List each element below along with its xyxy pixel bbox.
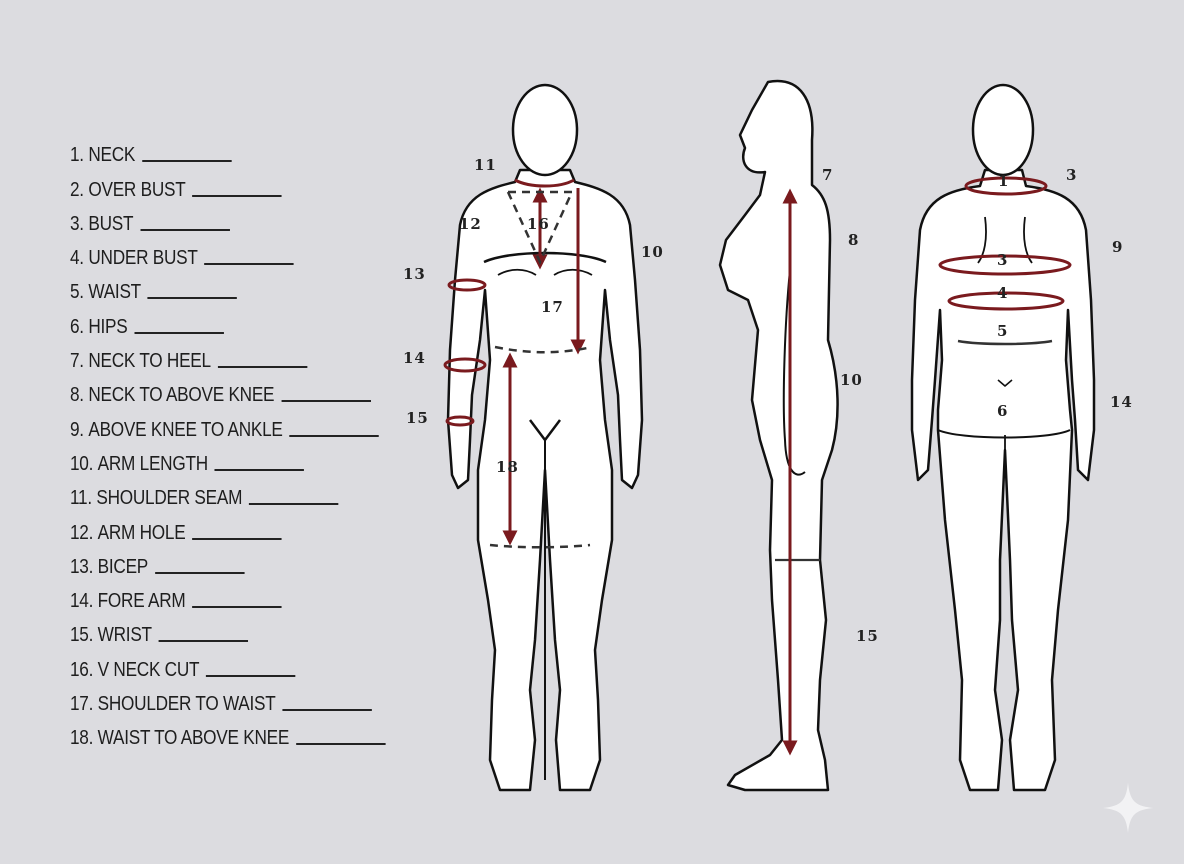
measurement-item-shoulder-to-waist: 17. SHOULDER TO WAIST [70,682,385,716]
measurement-item-waist: 5. WAIST [70,270,385,304]
side-label-8: 8 [848,231,860,249]
shoulder-to-waist-blank-field[interactable] [282,709,372,712]
side-label-10: 10 [840,371,863,389]
arm-length-blank-field[interactable] [214,468,305,471]
hips-blank-field[interactable] [134,331,224,334]
back-label-9: 9 [1112,238,1124,256]
front-label-12: 12 [459,215,482,233]
measurement-item-neck-to-above-knee: 8. NECK TO ABOVE KNEE [70,373,385,407]
measurement-item-bust: 3. BUST [70,202,385,236]
neck-to-heel-blank-field[interactable] [217,366,308,369]
measurement-item-v-neck-cut: 16. V NECK CUT [70,647,385,681]
back-label-3-outer: 3 [1066,166,1078,184]
arm-hole-blank-field[interactable] [192,537,282,540]
waist-to-above-knee-blank-field[interactable] [295,743,386,746]
front-label-14: 14 [403,349,426,367]
front-label-15: 15 [406,409,429,427]
front-dashed-lines [489,190,593,549]
side-figure [718,79,839,792]
back-label-5: 5 [997,322,1009,340]
back-label-6: 6 [997,402,1009,420]
measurement-item-wrist: 15. WRIST [70,613,385,647]
v-neck-cut-blank-field[interactable] [206,674,296,677]
measurement-item-arm-hole: 12. ARM HOLE [70,510,385,544]
measurement-item-bicep: 13. BICEP [70,545,385,579]
measurement-item-under-bust: 4. UNDER BUST [70,236,385,270]
measurement-list: 1. NECK 2. OVER BUST 3. BUST 4. UNDER BU… [70,133,437,750]
measurement-item-neck-to-heel: 7. NECK TO HEEL [70,339,385,373]
sparkle-icon [1103,783,1153,833]
back-label-14: 14 [1110,393,1133,411]
measurement-item-above-knee-to-ankle: 9. ABOVE KNEE TO ANKLE [70,407,385,441]
neck-to-above-knee-blank-field[interactable] [281,400,371,403]
measurement-item-shoulder-seam: 11. SHOULDER SEAM [70,476,385,510]
side-label-7: 7 [822,166,834,184]
front-label-11: 11 [474,156,497,174]
above-knee-to-ankle-blank-field[interactable] [289,434,379,437]
measurement-item-fore-arm: 14. FORE ARM [70,579,385,613]
front-label-13: 13 [403,265,426,283]
measurement-item-hips: 6. HIPS [70,304,385,338]
measurement-item-over-bust: 2. OVER BUST [70,167,385,201]
back-figure [910,83,1096,792]
front-label-16: 16 [527,215,550,233]
wrist-blank-field[interactable] [158,640,249,643]
bicep-blank-field[interactable] [154,571,245,574]
measurement-item-waist-to-above-knee: 18. WAIST TO ABOVE KNEE [70,716,386,750]
shoulder-seam-blank-field[interactable] [249,503,339,506]
back-measure-lines [938,176,1072,311]
front-label-18: 18 [496,458,519,476]
bust-blank-field[interactable] [140,228,230,231]
waist-blank-field[interactable] [147,297,238,300]
fore-arm-blank-field[interactable] [192,606,282,609]
side-label-15: 15 [856,627,879,645]
over-bust-blank-field[interactable] [192,194,282,197]
measurement-item-arm-length: 10. ARM LENGTH [70,442,385,476]
under-bust-blank-field[interactable] [204,263,294,266]
front-figure [446,83,644,792]
front-label-10: 10 [641,243,664,261]
back-waist-line [957,339,1053,346]
back-label-4: 4 [997,284,1009,302]
measurement-item-neck: 1. NECK [70,133,385,167]
back-label-1: 1 [998,172,1010,190]
front-measure-lines [443,178,586,546]
back-label-3: 3 [997,251,1009,269]
front-label-17: 17 [541,298,564,316]
neck-blank-field[interactable] [142,160,232,163]
